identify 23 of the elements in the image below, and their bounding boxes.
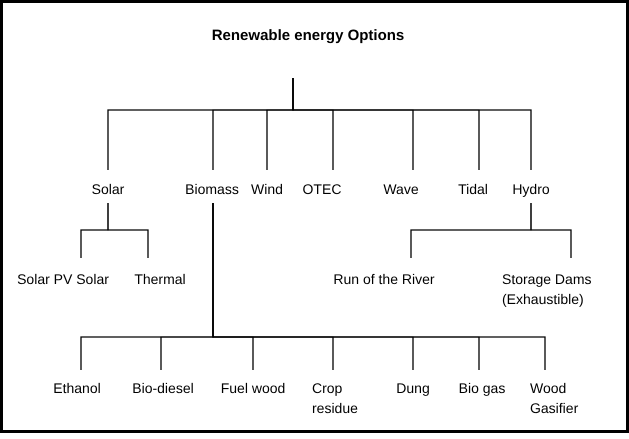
category-label: Wave (382, 180, 420, 199)
category-label: Wood Gasifier (530, 379, 580, 418)
category-label: Solar PV Solar (16, 270, 110, 289)
category-label: Thermal (133, 270, 187, 289)
category-label: Fuel wood (220, 379, 286, 398)
category-label: Bio-diesel (131, 379, 195, 398)
category-label: Ethanol (52, 379, 102, 398)
category-label: Solar (90, 180, 126, 199)
category-label: Wind (250, 180, 284, 199)
category-label: Dung (395, 379, 431, 398)
category-label: Crop residue (312, 379, 359, 418)
tree-connector (292, 78, 532, 170)
category-label: Biomass (184, 180, 240, 199)
tree-connector (212, 203, 546, 370)
category-label: Bio gas (458, 379, 506, 398)
category-label: OTEC (302, 180, 342, 199)
root-node-label: Renewable energy Options (210, 26, 406, 46)
category-label: Run of the River (332, 270, 436, 289)
category-label: Tidal (457, 180, 489, 199)
category-label: Hydro (511, 180, 551, 199)
tree-connector (530, 203, 572, 258)
category-label: Storage Dams (Exhaustible) (502, 270, 592, 309)
tree-connector (107, 203, 149, 258)
